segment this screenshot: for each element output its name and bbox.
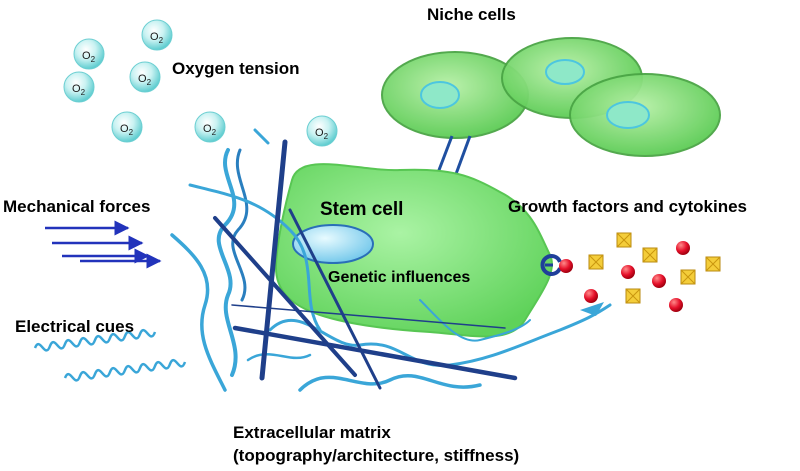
niche-cell — [569, 73, 721, 157]
svg-text:O2: O2 — [120, 123, 134, 137]
svg-text:O2: O2 — [138, 73, 152, 87]
label-niche-cells: Niche cells — [427, 5, 516, 24]
label-genetic-influences: Genetic influences — [328, 269, 470, 286]
gold-cube — [705, 256, 721, 272]
oxygen-bubble: O2 — [306, 115, 338, 147]
label-electrical-cues: Electrical cues — [15, 317, 134, 336]
oxygen-bubble: O2 — [141, 19, 173, 51]
svg-text:O2: O2 — [203, 123, 217, 137]
oxygen-bubble: O2 — [73, 38, 105, 70]
label-mechanical-forces: Mechanical forces — [3, 197, 150, 216]
gold-cube — [642, 247, 658, 263]
receptor-icon — [540, 254, 562, 276]
oxygen-bubble: O2 — [111, 111, 143, 143]
red-sphere — [559, 259, 573, 273]
electrical-cue-waves — [33, 328, 187, 382]
niche-cells — [381, 37, 721, 157]
niche-cell — [381, 51, 529, 139]
red-sphere — [676, 241, 690, 255]
label-growth-factors: Growth factors and cytokines — [508, 197, 747, 216]
label-oxygen-tension: Oxygen tension — [172, 59, 300, 78]
label-stem-cell: Stem cell — [320, 199, 403, 220]
gold-cube — [625, 288, 641, 304]
svg-text:O2: O2 — [72, 83, 86, 97]
oxygen-bubble: O2 — [194, 111, 226, 143]
gold-cube — [680, 269, 696, 285]
oxygen-bubble: O2 — [129, 61, 161, 93]
gold-cube — [588, 254, 604, 270]
label-extracellular-matrix: Extracellular matrix — [233, 423, 391, 442]
matrix-dark-fibers — [213, 139, 518, 390]
stem-cell-membrane — [274, 163, 553, 338]
red-sphere — [621, 265, 635, 279]
oxygen-molecules: O2 O2 O2 O2 O2 O2 O2 — [63, 19, 338, 147]
extracellular-matrix-fibers — [170, 128, 612, 392]
red-sphere — [584, 289, 598, 303]
red-sphere — [669, 298, 683, 312]
growth-factor-molecules — [559, 232, 721, 312]
red-sphere — [652, 274, 666, 288]
oxygen-bubble: O2 — [63, 71, 95, 103]
label-matrix-properties: (topography/architecture, stiffness) — [233, 446, 519, 465]
gold-cube — [616, 232, 632, 248]
svg-text:O2: O2 — [315, 127, 329, 141]
svg-text:O2: O2 — [150, 31, 164, 45]
svg-text:O2: O2 — [82, 50, 96, 64]
mechanical-force-arrows — [45, 220, 162, 269]
